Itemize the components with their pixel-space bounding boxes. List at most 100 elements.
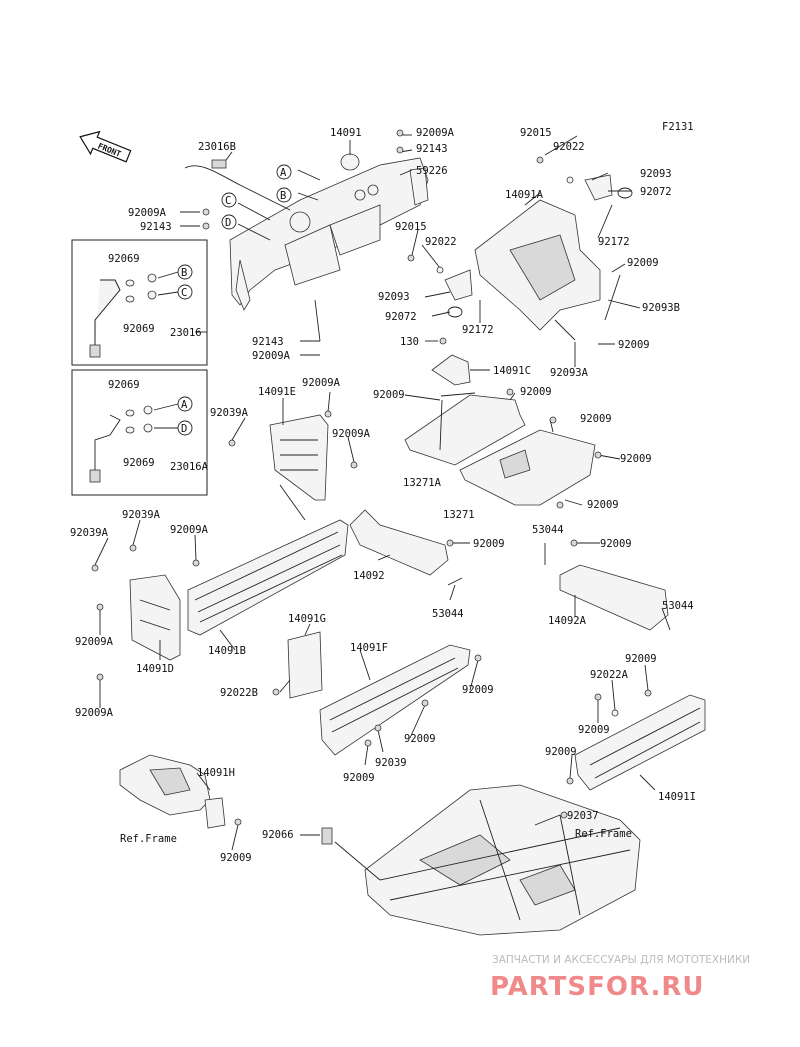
part-label: 14091D — [136, 663, 174, 675]
part-label: 92069 — [123, 323, 155, 335]
part-label: 130 — [400, 336, 419, 348]
callout-a-icon — [276, 164, 292, 180]
part-label: 92066 — [262, 829, 294, 841]
part-label: 13271 — [443, 509, 475, 521]
bolt-icon — [374, 724, 382, 732]
bolt-icon — [192, 559, 200, 567]
bolt-icon — [536, 156, 544, 164]
part-label: 92093A — [550, 367, 589, 379]
long-panel-14091b — [187, 484, 349, 651]
part-label: 92009 — [343, 772, 375, 784]
part-label: 92009 — [473, 538, 505, 550]
part-label: 92143 — [416, 143, 448, 155]
part-label: 14092 — [353, 570, 385, 582]
bolt-icon — [474, 654, 482, 662]
bolt-icon — [202, 208, 210, 216]
side-panel-14091f — [319, 644, 479, 766]
part-label: 92039A — [210, 407, 249, 419]
part-label: 14091F — [350, 642, 388, 654]
part-label: 92093B — [642, 302, 680, 314]
washer-icon — [436, 266, 444, 274]
bolt-icon — [594, 693, 602, 701]
part-label: 92022 — [425, 236, 457, 248]
washer-icon — [611, 709, 619, 717]
hose-box-23016: B C — [71, 239, 208, 366]
washer-icon — [396, 146, 404, 154]
part-label: 92022 — [553, 141, 585, 153]
part-label: 92009A — [302, 377, 341, 389]
svg-text:B: B — [280, 190, 286, 202]
part-label: 92143 — [140, 221, 172, 233]
bolt-icon — [644, 689, 652, 697]
part-label: 14091B — [208, 645, 246, 657]
part-label: 92009 — [620, 453, 652, 465]
callout-b-icon — [276, 187, 292, 203]
bolt-icon — [364, 739, 372, 747]
washer-icon — [566, 176, 574, 184]
bolt-icon — [234, 818, 242, 826]
part-label: 92009 — [600, 538, 632, 550]
bolt-icon — [91, 564, 99, 572]
part-label: 92009 — [404, 733, 436, 745]
part-label: 92009 — [520, 386, 552, 398]
part-label: 92172 — [598, 236, 630, 248]
dash-panel-part — [229, 153, 429, 311]
part-label: 92009 — [625, 653, 657, 665]
part-label: 92069 — [108, 253, 140, 265]
bolt-icon — [129, 544, 137, 552]
bolt-icon — [421, 699, 429, 707]
bolt-icon — [570, 539, 578, 547]
part-label: 14092A — [548, 615, 587, 627]
part-label: 92009 — [373, 389, 405, 401]
bolt-icon — [407, 254, 415, 262]
part-label: 14091H — [197, 767, 235, 779]
side-panel-14091d — [94, 519, 197, 708]
part-label: 92037 — [567, 810, 599, 822]
part-label: 92009 — [618, 339, 650, 351]
front-arrow-icon: FRONT — [79, 130, 132, 163]
part-label: 53044 — [432, 608, 464, 620]
bolt-icon — [506, 388, 514, 396]
part-label: 92009A — [332, 428, 371, 440]
part-label: 92009A — [75, 707, 114, 719]
bracket-part-14091c — [425, 337, 490, 386]
part-label: 14091 — [330, 127, 362, 139]
svg-text:C: C — [225, 195, 231, 207]
bolt-icon — [560, 811, 568, 819]
part-label: 53044 — [532, 524, 564, 536]
part-label: 92009A — [170, 524, 209, 536]
svg-text:B: B — [181, 267, 187, 279]
svg-text:D: D — [181, 423, 187, 435]
part-label: 92009 — [580, 413, 612, 425]
part-label: 92072 — [385, 311, 417, 323]
panel-part-14091e — [231, 391, 355, 501]
part-label: 92039A — [122, 509, 161, 521]
bolt-icon — [96, 673, 104, 681]
part-label: 13271A — [403, 477, 442, 489]
part-label: 92015 — [520, 127, 552, 139]
bolt-icon — [549, 416, 557, 424]
part-label: 92069 — [108, 379, 140, 391]
bolt-icon — [350, 461, 358, 469]
part-label: 14091A — [505, 189, 544, 201]
watermark-caption: ЗАПЧАСТИ И АКСЕССУАРЫ ДЛЯ МОТОТЕХНИКИ — [492, 954, 750, 966]
svg-text:D: D — [225, 217, 231, 229]
part-label: 92069 — [123, 457, 155, 469]
part-label: 14091E — [258, 386, 296, 398]
part-label: 23016B — [198, 141, 236, 153]
part-label: 14091C — [493, 365, 531, 377]
cover-part-14091a — [411, 135, 641, 367]
guard-part-14092a — [544, 542, 671, 631]
part-label: 53044 — [662, 600, 694, 612]
part-label: 23016A — [170, 461, 209, 473]
part-label: 92022B — [220, 687, 258, 699]
side-panel-14091i — [569, 664, 706, 791]
floor-panel-13271a — [404, 392, 526, 466]
part-label: 92015 — [395, 221, 427, 233]
ref-frame-label: Ref.Frame — [120, 833, 177, 845]
part-label: 92009 — [578, 724, 610, 736]
part-label: 92143 — [252, 336, 284, 348]
bolt-icon — [272, 688, 280, 696]
callout-d-icon — [221, 214, 237, 230]
bolt-icon — [594, 451, 602, 459]
